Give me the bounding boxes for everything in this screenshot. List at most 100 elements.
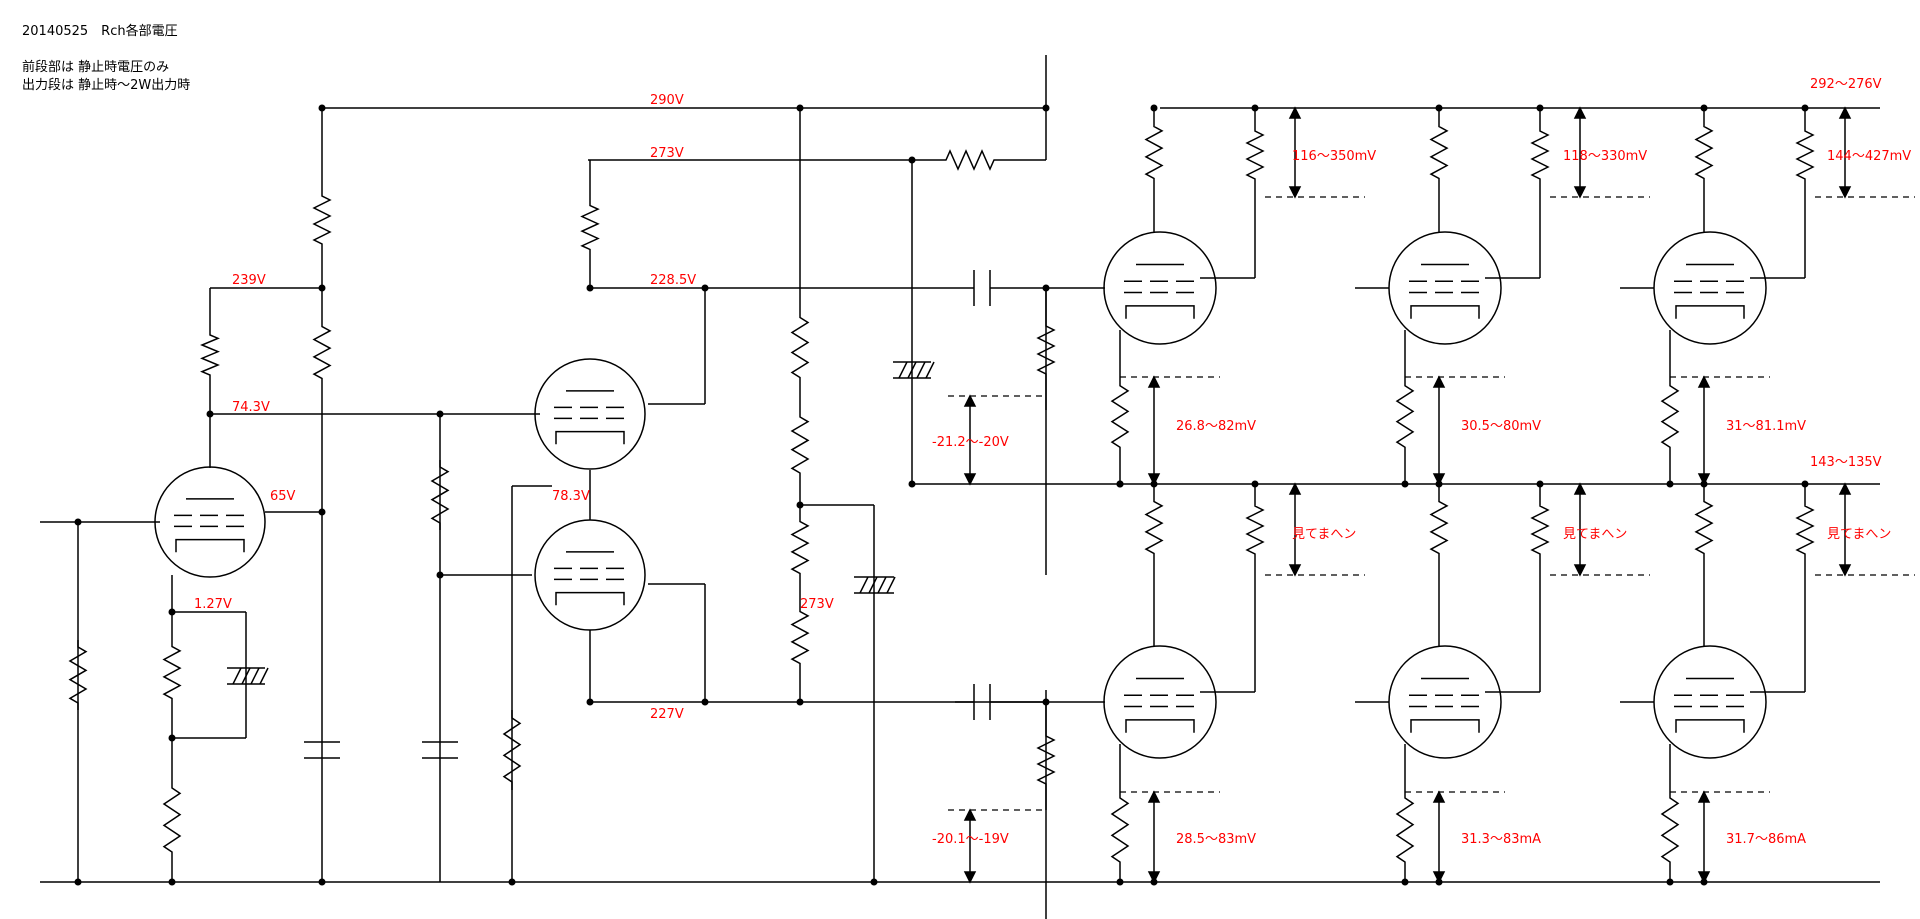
resistor [162,640,182,705]
junction-dot [1251,480,1259,488]
junction-dot [1116,480,1124,488]
junction-dot [74,518,82,526]
arrow-head [1288,106,1302,119]
junction-dot [206,410,214,418]
resistor [430,460,450,530]
junction-dot [168,734,176,742]
voltage-label-r3: 144～427mV [1827,149,1911,164]
junction-dot [1801,480,1809,488]
junction-dot [701,698,709,706]
junction-dot [168,608,176,616]
junction-dot [318,878,326,886]
arrow-head [1838,564,1852,577]
junction-dot [908,156,916,164]
wires [40,55,1880,919]
diagram-title: 20140525 Rch各部電圧 [22,24,178,39]
junction-dot [870,878,878,886]
junction-dot [1042,698,1050,706]
tube-cathode [555,430,625,445]
junction-dot [1536,104,1544,112]
junction-dot [1150,104,1158,112]
components [68,106,1852,884]
junction-dot [1150,878,1158,886]
tube-cathode [1675,719,1745,733]
resistor [1694,120,1714,185]
junction-dot [1801,104,1809,112]
resistor [580,200,600,255]
voltage-label-d1: 28.5～83mV [1176,832,1256,847]
ecap-hatch [925,361,935,379]
arrow-head [1288,186,1302,199]
ecap-hatch [241,667,251,685]
resistor [312,190,332,250]
voltage-label-v127: 1.27V [194,597,232,612]
tube-cathode [1410,719,1480,733]
resistor [1036,320,1056,380]
resistor [1660,378,1680,455]
voltage-label-b_mid: 143～135V [1810,455,1882,470]
voltage-label-r2: 118～330mV [1563,149,1647,164]
tube-cathode [1675,305,1745,319]
resistor [1036,730,1056,790]
tube-cathode [1410,305,1480,319]
junction-dot [586,698,594,706]
resistor [502,710,522,790]
ecap-hatch [886,576,896,594]
junction-dot [1666,480,1674,488]
voltage-label-bias1: -21.2～-20V [932,435,1009,450]
resistor [1429,120,1449,185]
resistor [1110,790,1130,870]
vacuum-tube [1653,645,1767,759]
resistor [312,320,332,385]
junction-dot [1435,878,1443,886]
ecap-hatch [907,361,917,379]
arrow-head [1573,186,1587,199]
ecap-hatch [232,667,242,685]
voltage-label-r1: 116～350mV [1292,149,1376,164]
resistor [790,410,810,480]
voltage-label-v239: 239V [232,273,266,288]
diagram-note-output-stage: 出力段は 静止時～2W出力時 [22,78,191,93]
voltage-label-v227: 227V [650,707,684,722]
junction-dot [168,878,176,886]
vacuum-tube [1103,645,1217,759]
voltage-label-d3: 31.7～86mA [1726,832,1806,847]
resistor [1530,125,1550,185]
arrow-head [1147,790,1161,803]
junction-dot [318,104,326,112]
tube-cathode [1125,719,1195,733]
resistor [1530,500,1550,560]
arrow-head [1697,375,1711,388]
junction-dot [318,284,326,292]
junction-dot [908,480,916,488]
junction-dot [74,878,82,886]
arrow-head [1288,564,1302,577]
ecap-hatch [868,576,878,594]
arrow-head [1838,106,1852,119]
voltage-label-v2285: 228.5V [650,273,696,288]
junction-dot [1251,104,1259,112]
junction-dot [1401,480,1409,488]
voltage-label-c3: 31～81.1mV [1726,419,1806,434]
voltage-label-m2: 見てまへン [1563,527,1627,542]
resistor [1395,378,1415,455]
ecap-hatch [259,667,269,685]
junction-dot [1042,104,1050,112]
vacuum-tube [534,358,646,470]
vacuum-tube [154,466,266,578]
resistor [1110,378,1130,455]
junction-dot [1700,878,1708,886]
voltage-label-b_top: 292～276V [1810,77,1882,92]
resistor [1395,790,1415,870]
arrow-head [963,394,977,407]
voltage-label-c2: 30.5～80mV [1461,419,1541,434]
arrow-head [1697,473,1711,486]
junction-dot [318,508,326,516]
resistor [1245,125,1265,185]
resistor [1429,495,1449,560]
arrow-head [963,808,977,821]
resistor [162,780,182,860]
junction-dot [1666,878,1674,886]
vacuum-tube [1388,645,1502,759]
junction-dot [1700,480,1708,488]
